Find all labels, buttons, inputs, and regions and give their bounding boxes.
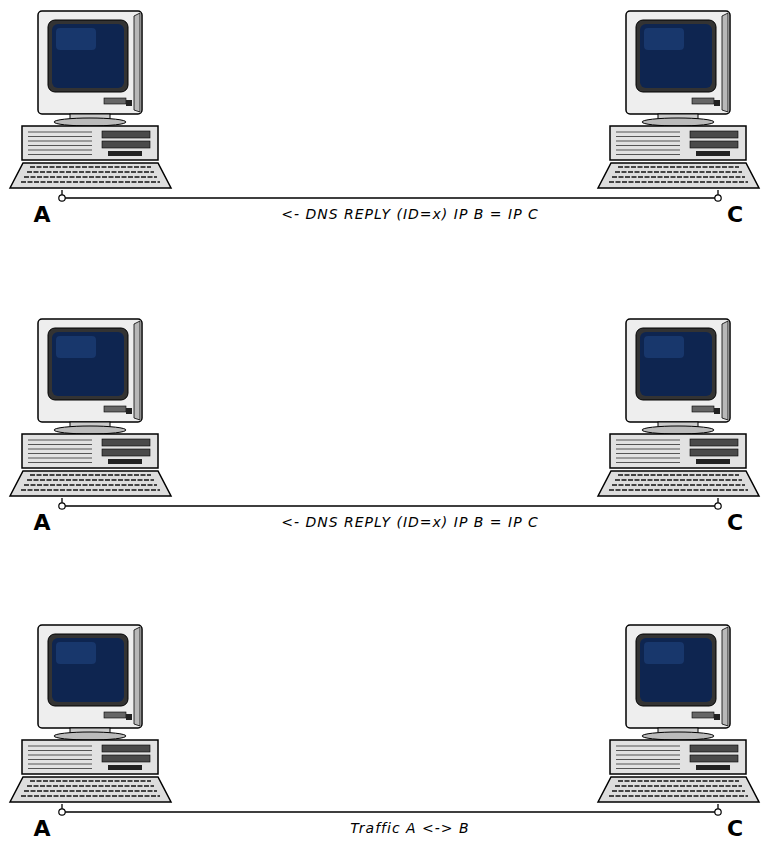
port-dot: [59, 809, 65, 815]
computer-node: C: [596, 10, 761, 190]
link-label: <- DNS REPLY (ID=x) IP B = IP C: [277, 206, 543, 223]
host-name: C: [727, 818, 743, 840]
computer-icon: [598, 319, 759, 496]
computer-node: A: [8, 10, 173, 190]
link-label: <- DNS REPLY (ID=x) IP B = IP C: [277, 514, 543, 531]
computer-node: A: [8, 624, 173, 804]
computer-drawing: [8, 624, 173, 804]
computer-icon: [598, 11, 759, 188]
computer-icon: [10, 319, 171, 496]
computer-icon: [10, 11, 171, 188]
network-link: [62, 190, 718, 198]
computer-node: A: [8, 318, 173, 498]
computer-node: C: [596, 624, 761, 804]
host-name: A: [33, 512, 50, 534]
host-name: A: [33, 204, 50, 226]
network-link: [62, 498, 718, 506]
port-dot: [715, 503, 721, 509]
network-link: [62, 804, 718, 812]
computer-drawing: [8, 10, 173, 190]
host-name: C: [727, 204, 743, 226]
computer-icon: [598, 625, 759, 802]
computer-drawing: [596, 10, 761, 190]
computer-icon: [10, 625, 171, 802]
computer-drawing: [8, 318, 173, 498]
computer-drawing: [596, 318, 761, 498]
host-name: C: [727, 512, 743, 534]
port-dot: [715, 195, 721, 201]
port-dot: [59, 195, 65, 201]
computer-drawing: [596, 624, 761, 804]
port-dot: [59, 503, 65, 509]
port-dot: [715, 809, 721, 815]
computer-node: C: [596, 318, 761, 498]
link-label: Traffic A <-> B: [346, 820, 473, 837]
host-name: A: [33, 818, 50, 840]
